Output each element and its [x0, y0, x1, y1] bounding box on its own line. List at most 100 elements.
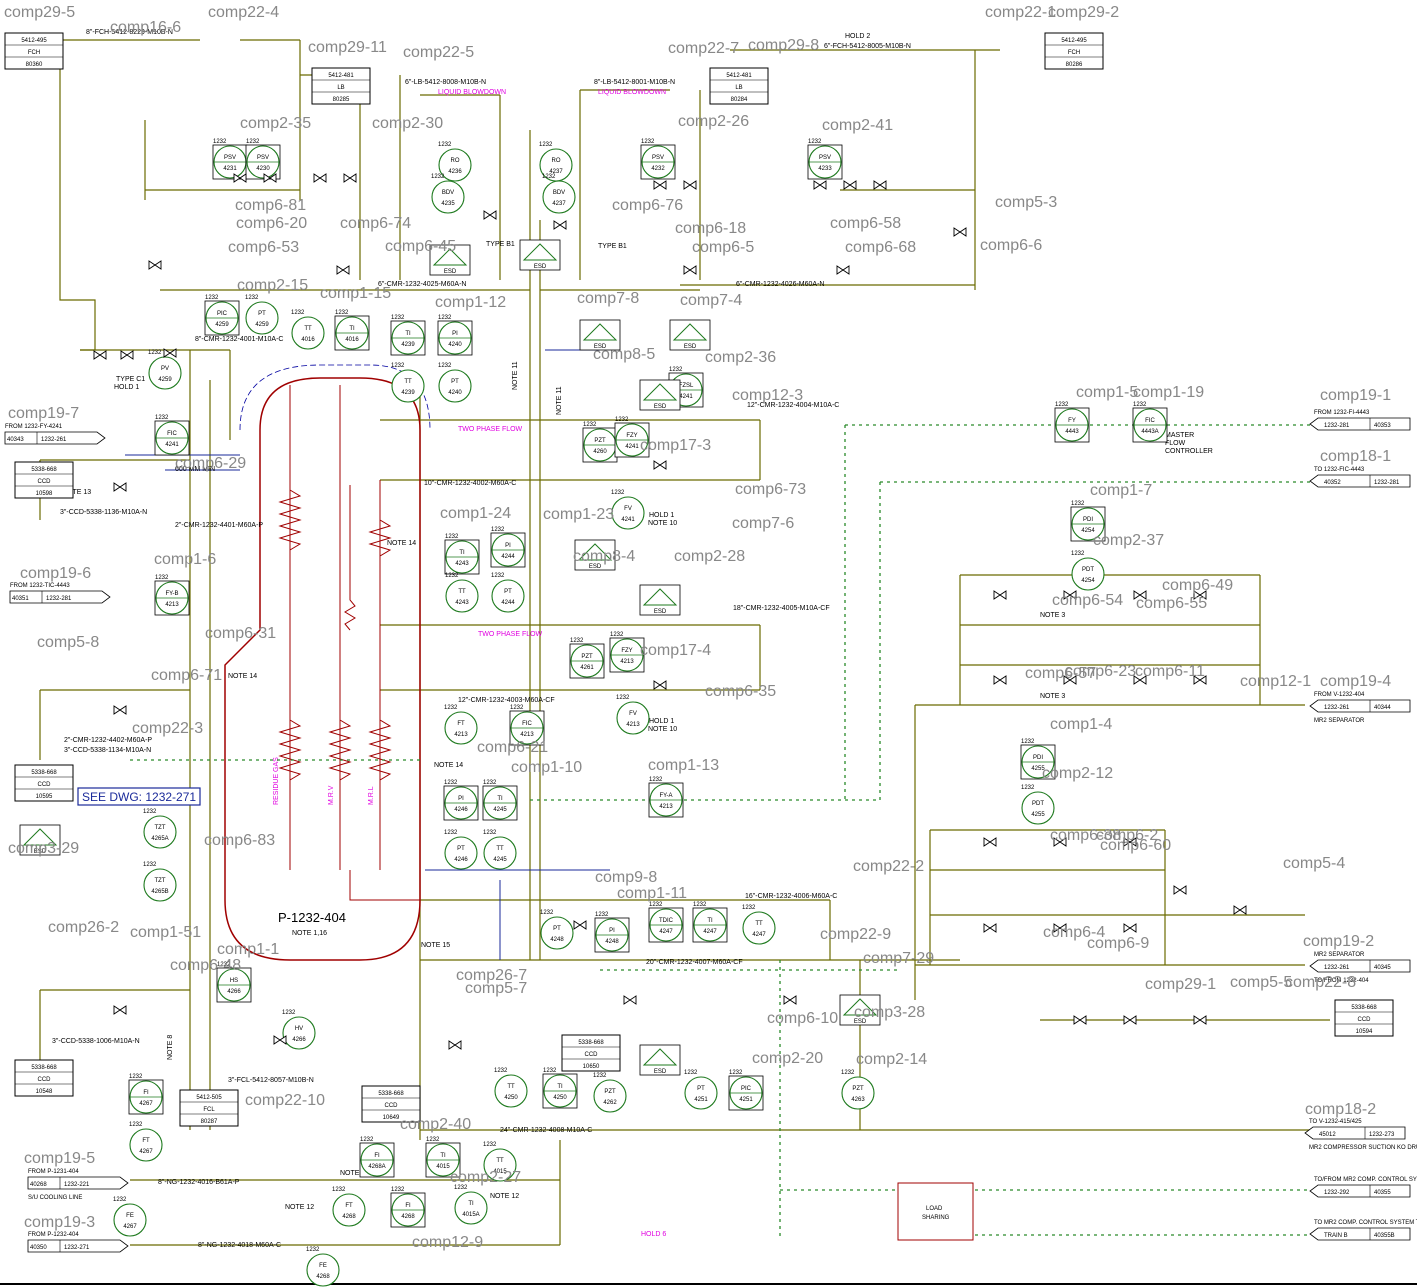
gate-valve[interactable] — [93, 350, 107, 360]
gate-valve[interactable] — [1123, 837, 1137, 847]
gate-valve[interactable] — [1193, 1015, 1207, 1025]
gate-valve[interactable] — [343, 173, 357, 183]
gate-valve[interactable] — [233, 173, 247, 183]
gate-valve[interactable] — [836, 265, 850, 275]
gate-valve[interactable] — [113, 705, 127, 715]
gate-valve[interactable] — [1233, 905, 1247, 915]
gate-valve[interactable] — [1053, 837, 1067, 847]
gate-valve[interactable] — [983, 923, 997, 933]
gate-valve[interactable] — [843, 180, 857, 190]
gate-valve[interactable] — [653, 680, 667, 690]
gate-valve[interactable] — [1193, 675, 1207, 685]
gate-valve[interactable] — [653, 460, 667, 470]
gate-valve[interactable] — [1133, 675, 1147, 685]
gate-valve[interactable] — [993, 590, 1007, 600]
gate-valve[interactable] — [1123, 923, 1137, 933]
gate-valve[interactable] — [783, 995, 797, 1005]
gate-valve[interactable] — [313, 173, 327, 183]
gate-valve[interactable] — [623, 995, 637, 1005]
gate-valve[interactable] — [553, 220, 567, 230]
gate-valve[interactable] — [113, 482, 127, 492]
gate-valve[interactable] — [1123, 1015, 1137, 1025]
gate-valve[interactable] — [1053, 923, 1067, 933]
gate-valve[interactable] — [953, 227, 967, 237]
gate-valve[interactable] — [653, 180, 667, 190]
gate-valve[interactable] — [273, 1035, 287, 1045]
gate-valve[interactable] — [483, 210, 497, 220]
gate-valve[interactable] — [1073, 1015, 1087, 1025]
gate-valve[interactable] — [1063, 590, 1077, 600]
gate-valve[interactable] — [120, 350, 134, 360]
gate-valve[interactable] — [336, 265, 350, 275]
gate-valve[interactable] — [1173, 885, 1187, 895]
gate-valve[interactable] — [448, 1040, 462, 1050]
gate-valve[interactable] — [1193, 590, 1207, 600]
gate-valve[interactable] — [683, 265, 697, 275]
